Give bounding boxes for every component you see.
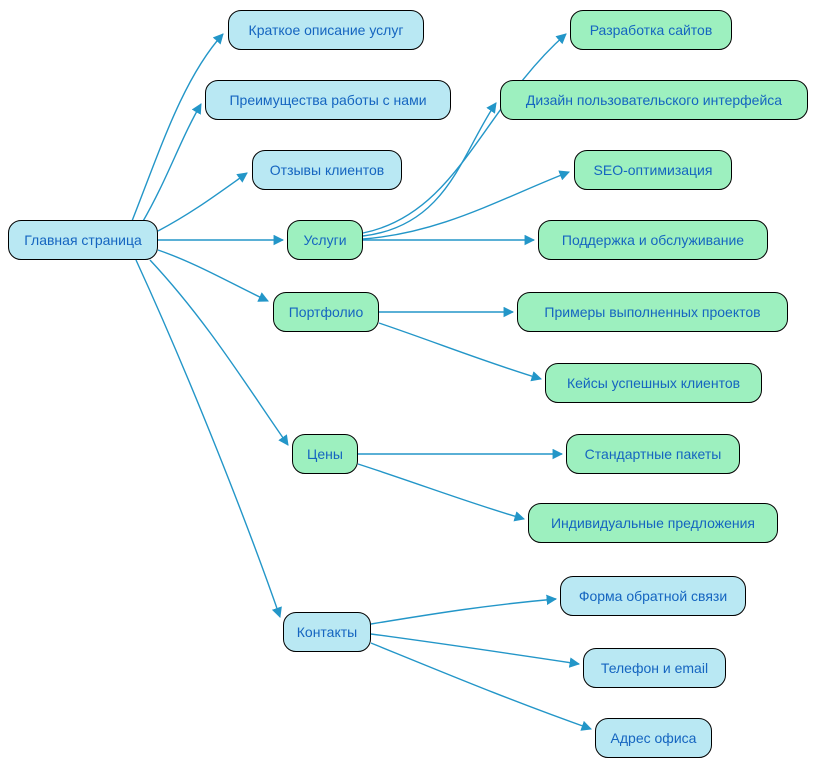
node-website-development: Разработка сайтов	[570, 10, 732, 50]
edge-contacts-to-address	[370, 642, 592, 731]
node-portfolio: Портфолио	[273, 292, 379, 332]
edge-home-to-prices	[149, 259, 289, 446]
edge-home-to-reviews	[157, 172, 248, 232]
node-prices: Цены	[292, 434, 358, 474]
node-feedback-form: Форма обратной связи	[560, 576, 746, 616]
node-support-maintenance: Поддержка и обслуживание	[538, 220, 768, 260]
node-services: Услуги	[287, 220, 363, 260]
edge-contacts-to-phone	[370, 633, 581, 668]
edge-contacts-to-form	[370, 594, 558, 625]
node-home-page: Главная страница	[8, 220, 158, 260]
node-standard-packages: Стандартные пакеты	[566, 434, 740, 474]
edge-services-to-dev	[362, 33, 567, 234]
edge-services-to-seo	[362, 170, 570, 240]
edge-portfolio-to-cases	[378, 322, 543, 382]
node-phone-email: Телефон и email	[583, 648, 726, 688]
edge-home-to-contacts	[135, 259, 282, 618]
node-project-examples: Примеры выполненных проектов	[517, 292, 788, 332]
node-contacts: Контакты	[283, 612, 371, 652]
edge-home-to-adv	[141, 103, 202, 224]
node-services-brief: Краткое описание услуг	[228, 10, 424, 50]
edge-services-to-ui	[362, 102, 497, 237]
node-ui-design: Дизайн пользовательского интерфейса	[500, 80, 808, 120]
node-client-reviews: Отзывы клиентов	[252, 150, 402, 190]
edge-prices-to-custom	[357, 463, 526, 522]
node-office-address: Адрес офиса	[595, 718, 712, 758]
edge-home-to-portfolio	[157, 249, 269, 302]
node-client-cases: Кейсы успешных клиентов	[545, 363, 762, 403]
node-seo-optimization: SEO-оптимизация	[574, 150, 732, 190]
node-advantages: Преимущества работы с нами	[205, 80, 451, 120]
node-custom-offers: Индивидуальные предложения	[528, 503, 778, 543]
edge-home-to-desc	[131, 33, 224, 222]
